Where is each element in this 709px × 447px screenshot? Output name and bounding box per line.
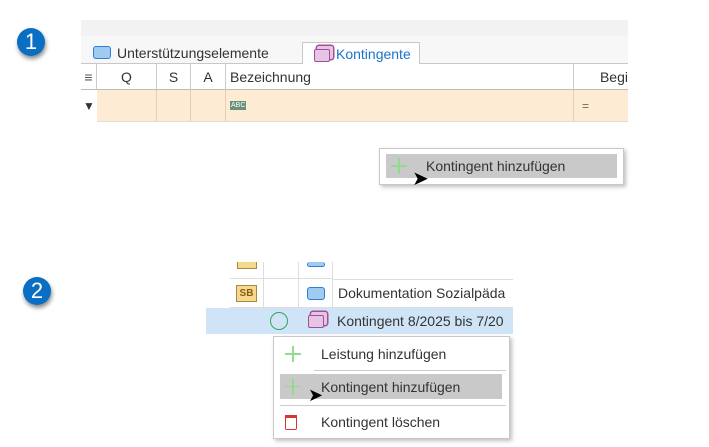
context-menu-1: Kontingent hinzufügen [379, 148, 624, 185]
filter-q[interactable] [97, 90, 157, 122]
menu-item-label: Kontingent löschen [321, 414, 441, 430]
cursor-icon: ➤ [412, 168, 429, 190]
trash-icon [285, 414, 297, 430]
tab-contingents[interactable]: Kontingente [302, 42, 420, 65]
sb-badge: SB [235, 284, 258, 302]
cursor-icon: ➤ [308, 385, 324, 405]
separator [280, 405, 506, 406]
text-filter-operator-icon[interactable]: ABC [230, 101, 247, 110]
support-element-icon [306, 286, 325, 300]
row-label: Kontingent 8/2025 bis 7/20 [337, 313, 504, 329]
selected-row[interactable]: Kontingent 8/2025 bis 7/20 [206, 308, 513, 334]
filter-bezeichnung[interactable]: ABC [226, 90, 574, 122]
plus-icon [285, 346, 301, 362]
column-q[interactable]: Q [97, 64, 157, 90]
column-a[interactable]: A [191, 64, 226, 90]
tab-label: Unterstützungselemente [117, 44, 269, 61]
row-badge-icon [236, 261, 257, 269]
tab-bar: Unterstützungselemente Kontingente [81, 36, 628, 65]
table-row[interactable]: SB [230, 279, 264, 308]
context-menu-2: Leistung hinzufügen Kontingent hinzufüge… [273, 336, 510, 439]
column-menu-icon[interactable]: ≡ [81, 64, 97, 90]
menu-item-add-service[interactable]: Leistung hinzufügen [280, 340, 502, 368]
filter-s[interactable] [157, 90, 191, 122]
status-circle-icon [270, 312, 288, 330]
filter-icon[interactable]: ▼ [83, 99, 95, 113]
tab-support-elements[interactable]: Unterstützungselemente [85, 42, 277, 63]
toolbar-strip [81, 20, 628, 37]
grid-rows: SB Dokumentation Sozialpäda [230, 261, 513, 335]
menu-item-label: Kontingent hinzufügen [321, 378, 461, 395]
contingent-icon [308, 315, 324, 328]
menu-item-add-contingent[interactable]: Kontingent hinzufügen [386, 154, 617, 178]
plus-icon [391, 158, 407, 174]
step-badge-2: 2 [23, 277, 51, 305]
step-badge-1: 1 [17, 28, 45, 56]
support-element-icon [93, 46, 111, 59]
support-element-icon [306, 261, 325, 267]
plus-icon [285, 378, 301, 395]
contingent-icon [314, 49, 330, 62]
menu-item-delete-contingent[interactable]: Kontingent löschen [280, 409, 502, 435]
column-bezeichnung[interactable]: Bezeichnung [226, 64, 574, 90]
tab-label: Kontingente [336, 46, 411, 62]
menu-item-label: Leistung hinzufügen [321, 346, 447, 362]
row-label[interactable]: Dokumentation Sozialpäda [333, 279, 513, 308]
filter-a[interactable] [191, 90, 226, 122]
filter-beginn[interactable]: = [574, 90, 628, 122]
column-s[interactable]: S [157, 64, 191, 90]
separator [314, 370, 506, 371]
column-beginn[interactable]: Begi [574, 64, 628, 90]
menu-item-label: Kontingent hinzufügen [426, 158, 566, 174]
menu-item-add-contingent[interactable]: Kontingent hinzufügen [280, 374, 502, 399]
